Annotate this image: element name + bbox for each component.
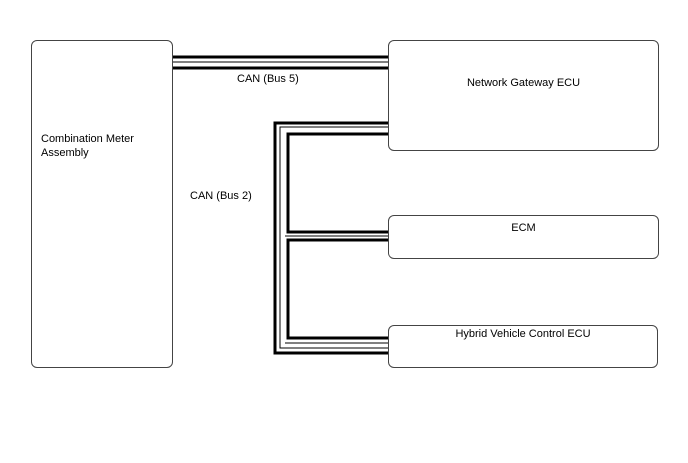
bus2-label: CAN (Bus 2)	[190, 190, 252, 202]
bus2-wire	[273, 121, 388, 355]
network-gateway-box: Network Gateway ECU	[388, 40, 659, 151]
combination-meter-label: Combination Meter Assembly	[41, 133, 134, 159]
bus5-wire	[173, 55, 388, 70]
ecm-label: ECM	[511, 222, 536, 234]
ecm-box: ECM	[388, 215, 659, 259]
hybrid-vehicle-control-box: Hybrid Vehicle Control ECU	[388, 325, 658, 368]
network-gateway-label: Network Gateway ECU	[466, 77, 581, 89]
bus5-label: CAN (Bus 5)	[237, 73, 299, 85]
combination-meter-box: Combination Meter Assembly	[31, 40, 173, 368]
hybrid-vehicle-control-label: Hybrid Vehicle Control ECU	[455, 328, 591, 340]
